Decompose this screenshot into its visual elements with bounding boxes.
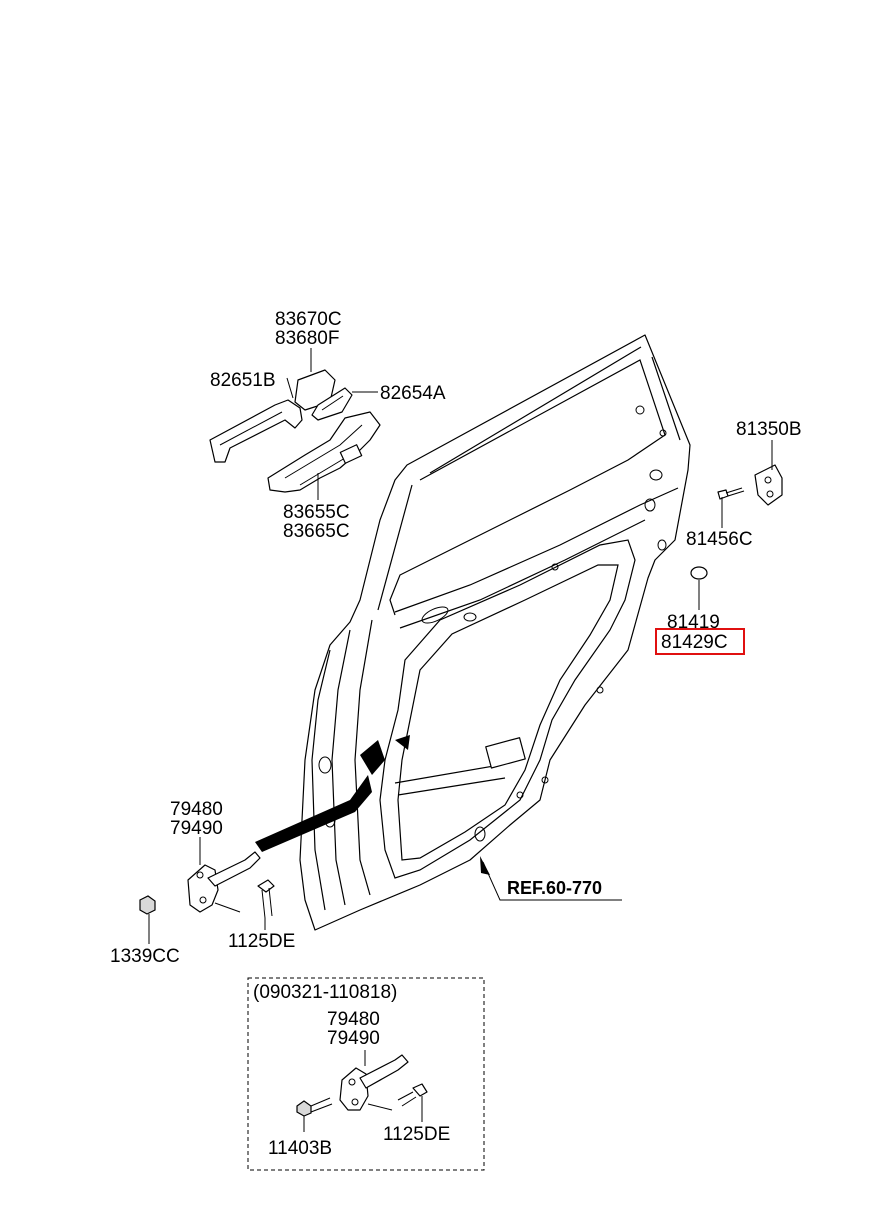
checker-arrow [255,775,372,852]
label-1125DE: 1125DE [228,931,295,952]
label-83670C: 83670C [275,309,342,330]
inset-checker-body [339,1067,369,1111]
label-83680F: 83680F [275,328,339,349]
plug [690,566,708,580]
label-82651B: 82651B [210,370,276,391]
inset-label-11403B: 11403B [268,1138,332,1159]
highlight-box-81429C [655,628,745,655]
label-81350B: 81350B [736,419,802,440]
striker-assembly [690,464,783,580]
inset-label-1125DE: 1125DE [383,1124,450,1145]
nut [139,895,156,915]
striker-screw-head [717,489,729,500]
inset-border [247,977,485,1171]
label-ref: REF.60-770 [507,878,602,898]
inset-box: (090321-110818) 79480 79490 11403B 1125D… [247,977,485,1171]
inset-bolt-b [412,1083,428,1097]
outside-handle-assembly [209,369,381,493]
label-82654A: 82654A [380,383,446,404]
label-81419: 81419 [667,612,720,633]
inset-date-range: (090321-110818) [253,982,397,1003]
rear-door-panel [299,334,691,931]
part-labels: 83670C 83680F 82651B 82654A 83655C 83665… [110,309,802,967]
inset-label-79490: 79490 [327,1028,380,1049]
label-79480: 79480 [170,799,223,820]
label-83655C: 83655C [283,502,350,523]
door-checker-assembly [139,775,372,919]
label-83665C: 83665C [283,521,350,542]
checker-body [187,864,219,913]
outside-handle [209,399,303,463]
striker [754,464,783,506]
label-79490: 79490 [170,818,223,839]
leader-lines [148,348,773,944]
gasket [311,387,353,421]
inset-label-79480: 79480 [327,1009,380,1030]
handle-base [267,411,381,493]
label-81429C: 81429C [661,632,728,653]
checker-bolt-head [257,879,275,893]
label-1339CC: 1339CC [110,946,180,967]
label-81456C: 81456C [686,529,753,550]
inset-bolt-a [296,1100,312,1117]
